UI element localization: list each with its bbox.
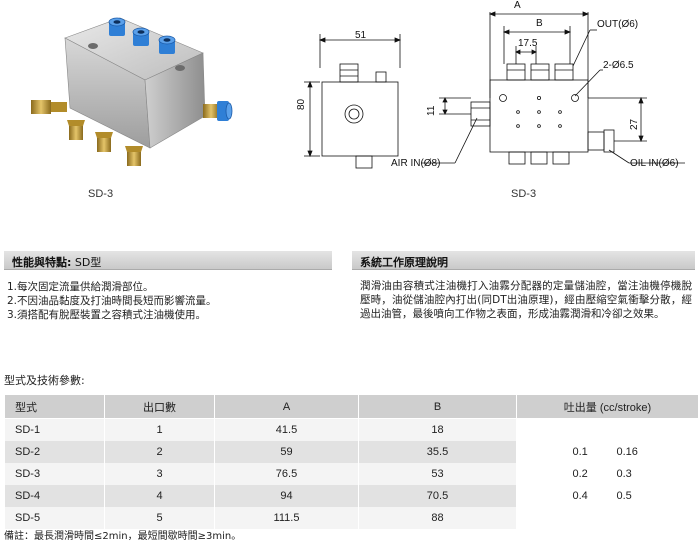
cell-model: SD-4: [4, 484, 105, 507]
dim-height: 80: [296, 98, 307, 110]
cell-b: 35.5: [358, 440, 517, 463]
flow-row: 0.4 0.5: [517, 485, 698, 507]
flow-value: 0.3: [616, 467, 632, 480]
principle-header: 系統工作原理說明: [352, 251, 695, 270]
cell-a: 76.5: [214, 462, 359, 485]
feature-item: 1.每次固定流量供給潤滑部位。: [7, 281, 154, 293]
dim-27: 27: [629, 118, 640, 130]
dim-b: B: [536, 18, 543, 29]
features-header: 性能與特點: SD型: [4, 251, 332, 270]
product-photo-sd3: [31, 17, 233, 166]
feature-item: 2.不因油品黏度及打油時間長短而影響流量。: [7, 295, 217, 307]
oil-in-label: OIL IN(Ø6): [630, 158, 679, 169]
cell-outlets: 3: [104, 462, 215, 485]
product-caption: SD-3: [88, 188, 114, 200]
cell-outlets: 4: [104, 484, 215, 507]
feature-item: 3.須搭配有脫壓裝置之容積式注油機使用。: [7, 309, 207, 321]
flow-row: 0.2 0.3: [517, 463, 698, 485]
flow-value: 0.1: [572, 445, 588, 458]
out-label: OUT(Ø6): [597, 19, 639, 30]
cell-model: SD-1: [4, 418, 105, 441]
dim-pitch: 17.5: [518, 38, 538, 49]
cell-flow: 0.1 0.16 0.2 0.3 0.4 0.5: [516, 418, 699, 529]
col-header-flow: 吐出量 (cc/stroke): [516, 394, 699, 419]
cell-model: SD-5: [4, 506, 105, 529]
brass-outlet-icon: [67, 120, 143, 166]
table-row: SD-5 5 111.5 88: [4, 506, 699, 529]
col-header-outlets: 出口數: [104, 394, 215, 419]
cell-b: 53: [358, 462, 517, 485]
flow-value: 0.16: [616, 445, 638, 458]
cell-b: 70.5: [358, 484, 517, 507]
cell-b: 88: [358, 506, 517, 529]
outlet-fitting-icon: [108, 17, 176, 54]
flow-row: 0.1 0.16: [517, 441, 698, 463]
cell-a: 41.5: [214, 418, 359, 441]
table-row: SD-3 3 76.5 53: [4, 462, 699, 485]
cell-outlets: 2: [104, 440, 215, 463]
spec-table: 型式 出口數 A B 吐出量 (cc/stroke) SD-1 1 41.5 1…: [4, 394, 699, 529]
cell-model: SD-3: [4, 462, 105, 485]
table-row: SD-1 1 41.5 18 0.1 0.16 0.2 0.3 0.4 0.5: [4, 418, 699, 529]
table-header-row: 型式 出口數 A B 吐出量 (cc/stroke): [4, 394, 699, 419]
cell-a: 59: [214, 440, 359, 463]
air-in-label: AIR IN(Ø8): [391, 158, 441, 169]
front-view-drawing: [421, 11, 685, 165]
spec-title: 型式及技術參數:: [4, 374, 85, 387]
cell-a: 94: [214, 484, 359, 507]
cell-b: 18: [358, 418, 517, 441]
drawing-caption: SD-3: [511, 188, 537, 200]
dim-width: 51: [355, 30, 367, 41]
cell-outlets: 5: [104, 506, 215, 529]
dim-11: 11: [426, 105, 437, 116]
cell-model: SD-2: [4, 440, 105, 463]
features-heading-sub: SD型: [71, 256, 102, 269]
col-header-a: A: [214, 394, 359, 419]
col-header-model: 型式: [4, 394, 105, 419]
footnote: 備註：最長潤滑時間≤2min，最短間歇時間≥3min。: [4, 531, 242, 542]
flow-value: 0.4: [572, 489, 588, 502]
table-row: SD-4 4 94 70.5: [4, 484, 699, 507]
hole-label: 2-Ø6.5: [603, 60, 634, 71]
table-row: SD-2 2 59 35.5: [4, 440, 699, 463]
cell-outlets: 1: [104, 418, 215, 441]
flow-value: 0.2: [572, 467, 588, 480]
flow-value: 0.5: [616, 489, 632, 502]
features-list: 1.每次固定流量供給潤滑部位。 2.不因油品黏度及打油時間長短而影響流量。 3.…: [7, 280, 337, 322]
cell-a: 111.5: [214, 506, 359, 529]
principle-text: 潤滑油由容積式注油機打入油霧分配器的定量儲油腔，當注油機停機脫壓時，油從儲油腔內…: [360, 280, 692, 320]
features-heading: 性能與特點:: [12, 256, 72, 269]
dim-a: A: [514, 0, 521, 11]
col-header-b: B: [358, 394, 517, 419]
side-view-drawing: [304, 34, 402, 169]
